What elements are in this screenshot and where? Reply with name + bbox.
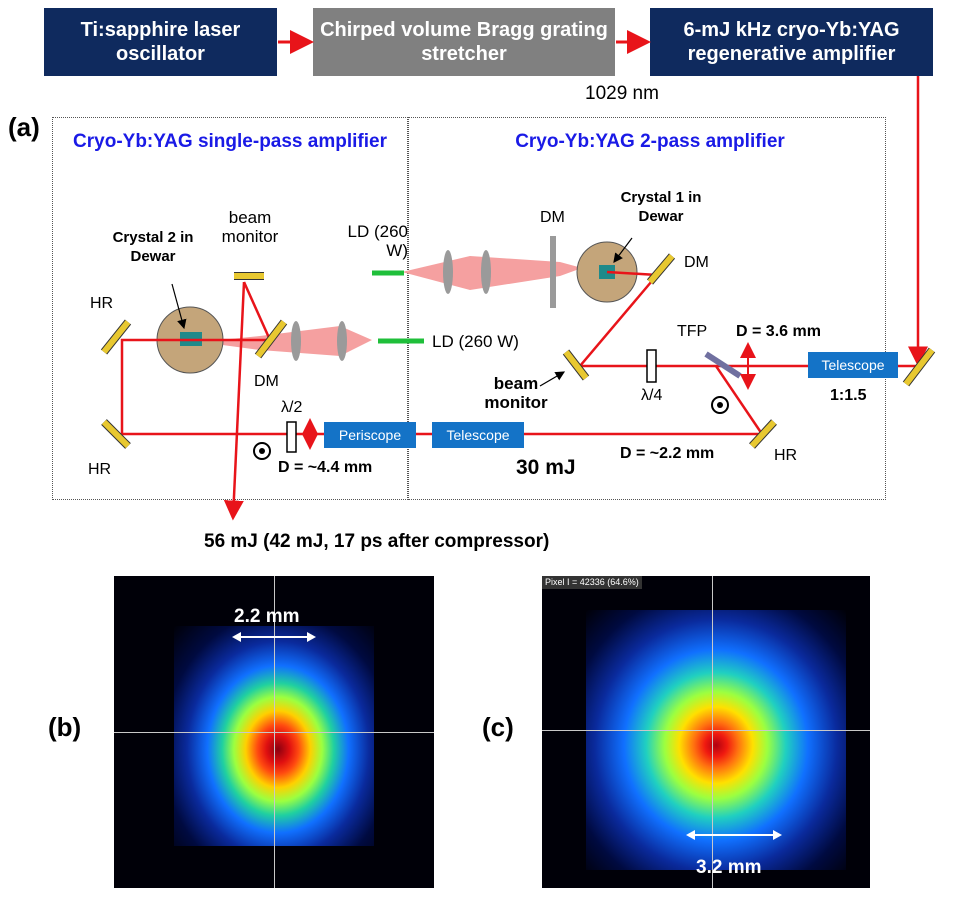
pump-beam-single-pass xyxy=(200,326,372,356)
mirror-hr-top xyxy=(100,319,132,355)
crosshair-vertical xyxy=(712,576,713,888)
panel-label-b: (b) xyxy=(48,712,82,742)
lens xyxy=(481,250,491,294)
dm-single-label: DM xyxy=(254,373,279,390)
telescope-input-box: Telescope xyxy=(808,352,898,378)
telescope-mid-box: Telescope xyxy=(432,422,524,448)
crystal-2-label: Crystal 2 in Dewar xyxy=(112,229,194,265)
half-waveplate xyxy=(286,421,297,453)
crosshair-horizontal xyxy=(114,732,434,733)
tfp-label: TFP xyxy=(677,323,708,340)
scale-arrow xyxy=(686,830,782,840)
scale-label-b: 2.2 mm xyxy=(234,606,300,627)
two-pass-panel xyxy=(408,117,886,500)
ld-two-pass-label: LD (260 W) xyxy=(347,222,408,260)
beam-profile-image-c: Pixel I = 42336 (64.6%) 3.2 mm xyxy=(542,576,870,888)
ld-single-label: LD (260 W) xyxy=(432,332,519,351)
beam-spot xyxy=(586,610,846,870)
mirror-beam-monitor-two-pass xyxy=(562,349,590,381)
beam-profile-image-b: 2.2 mm xyxy=(114,576,434,888)
mirror-hr-two-pass xyxy=(749,419,777,449)
pixel-readout: Pixel I = 42336 (64.6%) xyxy=(542,576,642,589)
periscope-box: Periscope xyxy=(324,422,416,448)
half-wave-label: λ/2 xyxy=(281,399,303,416)
optical-layout-diagram xyxy=(100,30,936,521)
quarter-waveplate xyxy=(646,349,657,383)
two-pass-title: Cryo-Yb:YAG 2-pass amplifier xyxy=(515,131,785,152)
scale-arrow xyxy=(232,632,316,642)
pointer-beam-monitor-two-pass xyxy=(539,371,566,387)
regen-amplifier-box: 6-mJ kHz cryo-Yb:YAG regenerative amplif… xyxy=(650,8,933,76)
hr-top-label: HR xyxy=(90,295,114,312)
beam-to-beam-monitor xyxy=(242,281,272,341)
dm-top-label: DM xyxy=(540,209,565,226)
lens xyxy=(443,250,453,294)
pointer-crystal-2 xyxy=(171,283,187,330)
hr-two-pass-label: HR xyxy=(774,447,798,464)
thin-film-polarizer xyxy=(704,351,742,379)
beam-monitor-single-label: beam monitor xyxy=(221,208,279,246)
pointer-crystal-1 xyxy=(613,237,633,263)
scale-label-c: 3.2 mm xyxy=(696,857,762,878)
beam-monitor-two-pass-label: beam monitor xyxy=(484,374,548,412)
polarization-dot-symbol xyxy=(253,442,271,460)
panel-label-a: (a) xyxy=(8,112,40,142)
diameter-36-label: D = 3.6 mm xyxy=(736,323,821,340)
mirror-dm-single-pass xyxy=(254,319,288,359)
dm-right-label: DM xyxy=(684,254,709,271)
mirror-regen-out xyxy=(902,347,936,387)
single-pass-panel xyxy=(52,117,408,500)
lens xyxy=(337,321,347,361)
beam-path-single-pass xyxy=(120,338,270,434)
mirror-hr-bottom xyxy=(101,419,131,449)
output-beam xyxy=(223,281,246,521)
dichroic-mirror-two-pass xyxy=(550,236,556,308)
polarization-dot-symbol xyxy=(711,396,729,414)
single-pass-title: Cryo-Yb:YAG single-pass amplifier xyxy=(73,131,387,152)
stretcher-box: Chirped volume Bragg grating stretcher xyxy=(313,8,615,76)
mirror-dm-right xyxy=(646,253,676,285)
lens xyxy=(291,321,301,361)
crosshair-horizontal xyxy=(542,730,870,731)
quarter-wave-label: λ/4 xyxy=(641,387,663,404)
crystal-1-label: Crystal 1 in Dewar xyxy=(620,189,702,225)
diameter-44-label: D = ~4.4 mm xyxy=(278,459,373,476)
energy-30mj-label: 30 mJ xyxy=(516,456,576,479)
telescope-ratio-label: 1:1.5 xyxy=(830,387,867,404)
beam-tfp-to-hr xyxy=(714,365,764,435)
oscillator-box: Ti:sapphire laser oscillator xyxy=(44,8,277,76)
diameter-22-label: D = ~2.2 mm xyxy=(620,445,715,462)
hr-bottom-label: HR xyxy=(88,461,112,478)
wavelength-label: 1029 nm xyxy=(585,83,659,104)
panel-label-c: (c) xyxy=(482,712,514,742)
output-energy-label: 56 mJ (42 mJ, 17 ps after compressor) xyxy=(204,531,550,552)
